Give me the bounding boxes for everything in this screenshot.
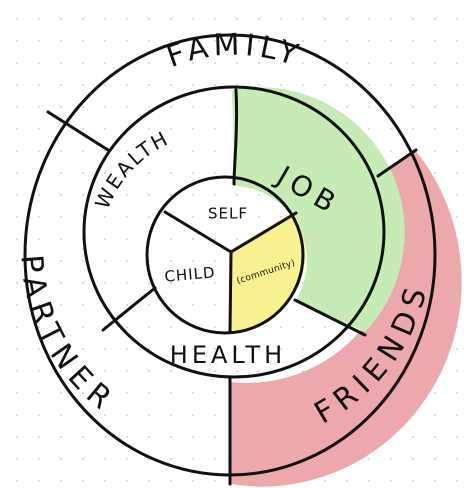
label-child: CHILD	[164, 263, 216, 285]
inner-divider-self-child	[163, 210, 233, 254]
outer-divider-family-partner	[46, 110, 110, 152]
job-sector-fill	[232, 87, 405, 333]
middle-divider-job-health	[293, 298, 367, 337]
label-partner: PARTNER	[14, 253, 123, 419]
inner-divider-self-community	[229, 211, 298, 254]
label-family: FAMILY	[162, 27, 308, 74]
middle-ring-boundary	[82, 85, 386, 379]
label-wealth: WEALTH	[90, 125, 174, 212]
inner-divider-child-community	[228, 250, 233, 334]
label-health: HEALTH	[170, 341, 286, 369]
inner-circle-boundary	[145, 175, 305, 335]
outer-divider-family-friends	[376, 148, 418, 178]
label-self: SELF	[208, 205, 248, 223]
middle-divider-job-wealth	[232, 88, 239, 186]
middle-divider-health-wealth	[101, 286, 157, 332]
